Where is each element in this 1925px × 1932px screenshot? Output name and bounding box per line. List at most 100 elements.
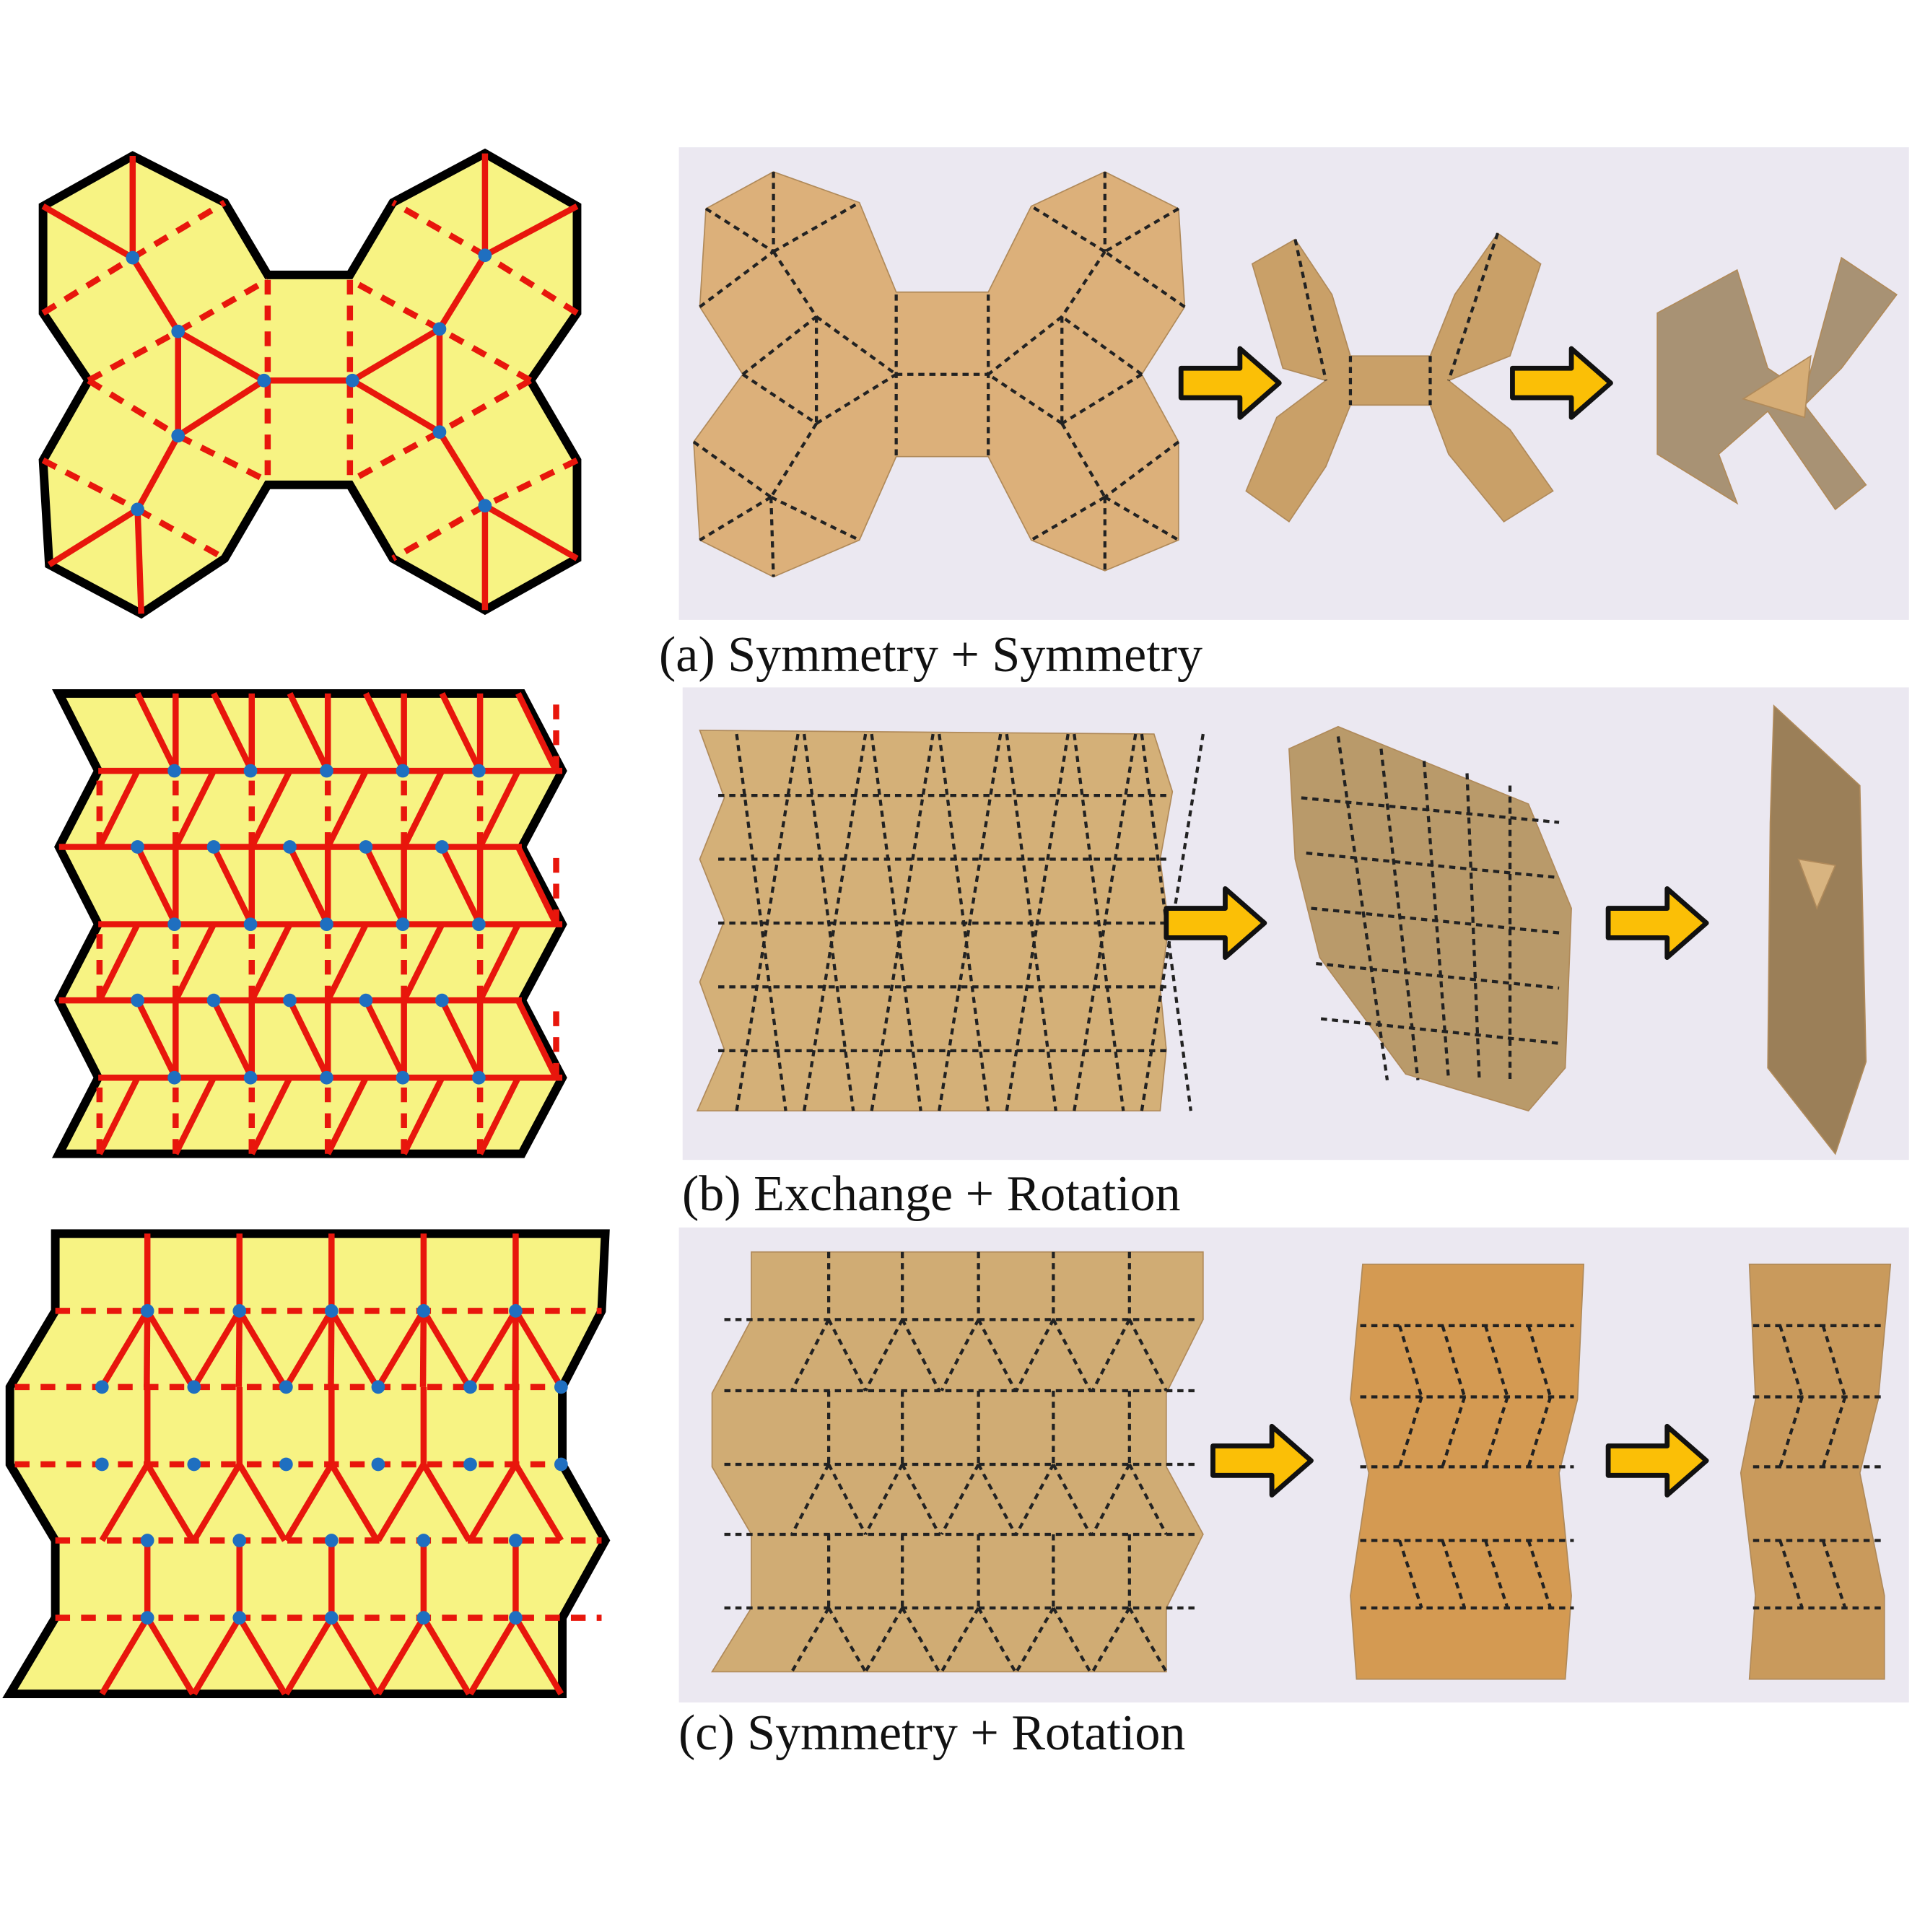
mountain-fold-line <box>173 1076 217 1155</box>
mountain-fold-line <box>477 1076 521 1155</box>
crease-line <box>741 372 818 425</box>
crease-line <box>1104 495 1179 542</box>
crease-line <box>1316 961 1560 990</box>
folded-state-b2 <box>1767 704 1867 1155</box>
vertex-dot <box>167 917 181 932</box>
mountain-fold-line <box>237 1309 288 1389</box>
mountain-fold-line <box>363 692 407 772</box>
crease-line <box>1104 250 1186 308</box>
crease-line <box>940 1607 980 1673</box>
crease-line <box>772 201 860 253</box>
valley-fold-line <box>437 377 532 435</box>
crease-line <box>769 497 775 577</box>
mountain-fold-line <box>191 1616 243 1696</box>
crease-pattern-a <box>38 148 582 619</box>
crease-line <box>1821 1325 1847 1398</box>
mountain-fold-line <box>191 1462 243 1542</box>
mountain-fold-line <box>130 255 181 333</box>
vertex-dot <box>167 764 181 778</box>
mountain-fold-line <box>283 1309 334 1389</box>
mountain-fold-line <box>477 769 521 849</box>
mountain-fold-line <box>325 769 369 849</box>
folded-state-a1 <box>1245 232 1554 523</box>
vertex-dot <box>472 917 486 932</box>
crease-line <box>1060 250 1106 318</box>
mountain-fold-line <box>483 203 579 258</box>
mountain-fold-line <box>47 507 139 567</box>
crease-line <box>940 1319 980 1391</box>
arrow-a1 <box>1178 346 1282 420</box>
crease-line <box>790 1319 831 1391</box>
crease-line <box>1441 1396 1467 1468</box>
crease-line <box>1446 232 1500 381</box>
vertex-dot <box>472 1070 486 1085</box>
crease-line <box>1821 1396 1847 1468</box>
crease-line <box>1073 733 1138 1111</box>
vertex-dot <box>396 917 410 932</box>
valley-fold-line <box>348 277 442 332</box>
mountain-fold-line <box>328 1616 380 1696</box>
folded-state-c2 <box>1740 1263 1892 1680</box>
vertex-dot <box>435 840 449 854</box>
crease-line <box>1778 1539 1804 1609</box>
crease-line <box>940 1464 980 1535</box>
valley-fold-line <box>87 377 180 439</box>
crease-line <box>827 1319 868 1391</box>
vertex-dot <box>359 993 373 1007</box>
caption-b: (b) Exchange + Rotation <box>682 1166 1181 1222</box>
vertex-dot <box>140 1534 154 1547</box>
mountain-fold-line <box>401 1076 445 1155</box>
crease-line <box>870 733 935 1111</box>
mountain-fold-line <box>328 1462 380 1542</box>
mountain-fold-line <box>283 1462 334 1542</box>
crease-line <box>864 1319 904 1391</box>
crease-line <box>1091 1607 1131 1673</box>
mountain-fold-line <box>248 769 293 849</box>
vertex-dot <box>140 1304 154 1318</box>
mountain-fold-line <box>439 845 483 926</box>
vertex-dot <box>472 764 486 778</box>
valley-fold-line <box>41 255 135 316</box>
crease-line <box>1015 1319 1055 1391</box>
crease-line <box>735 733 787 1111</box>
vertex-dot <box>167 1070 181 1085</box>
vertex-dot <box>131 840 144 854</box>
vertex-dot <box>463 1380 477 1394</box>
crease-line <box>790 1464 830 1535</box>
crease-line <box>1052 1464 1092 1535</box>
vertex-dot <box>257 373 271 388</box>
mountain-fold-line <box>419 1311 427 1387</box>
mountain-fold-line <box>99 1616 150 1696</box>
mountain-fold-line <box>287 845 331 926</box>
mountain-fold-line <box>97 922 141 1002</box>
crease-line <box>901 1464 941 1535</box>
crease-line <box>1293 239 1328 381</box>
valley-fold-line <box>176 277 269 334</box>
vertex-dot <box>463 1457 477 1472</box>
mountain-fold-line <box>467 1616 519 1696</box>
mountain-fold-line <box>237 1616 288 1696</box>
crease-line <box>987 372 1063 425</box>
crease-line <box>1052 1607 1092 1673</box>
mountain-fold-line <box>467 1309 519 1389</box>
valley-fold-line <box>391 199 487 258</box>
crease-line <box>1301 796 1560 824</box>
crease-line <box>770 495 860 542</box>
mountain-fold-line <box>515 692 559 772</box>
crease-line <box>1030 204 1106 253</box>
crease-line <box>1005 733 1070 1111</box>
vertex-dot <box>206 840 221 854</box>
crease-line <box>1005 733 1057 1111</box>
crease-line <box>901 1607 941 1673</box>
crease-line <box>699 250 774 308</box>
crease-line <box>1483 1396 1509 1468</box>
mountain-fold-line <box>144 1309 196 1389</box>
crease-line <box>864 1464 904 1535</box>
mountain-fold-line <box>437 430 488 507</box>
vertex-dot <box>478 499 492 513</box>
crease-line <box>692 440 772 499</box>
vertex-dot <box>396 1070 410 1085</box>
mountain-fold-line <box>134 845 179 926</box>
valley-fold-line <box>136 507 227 561</box>
mountain-fold-line <box>437 253 488 331</box>
